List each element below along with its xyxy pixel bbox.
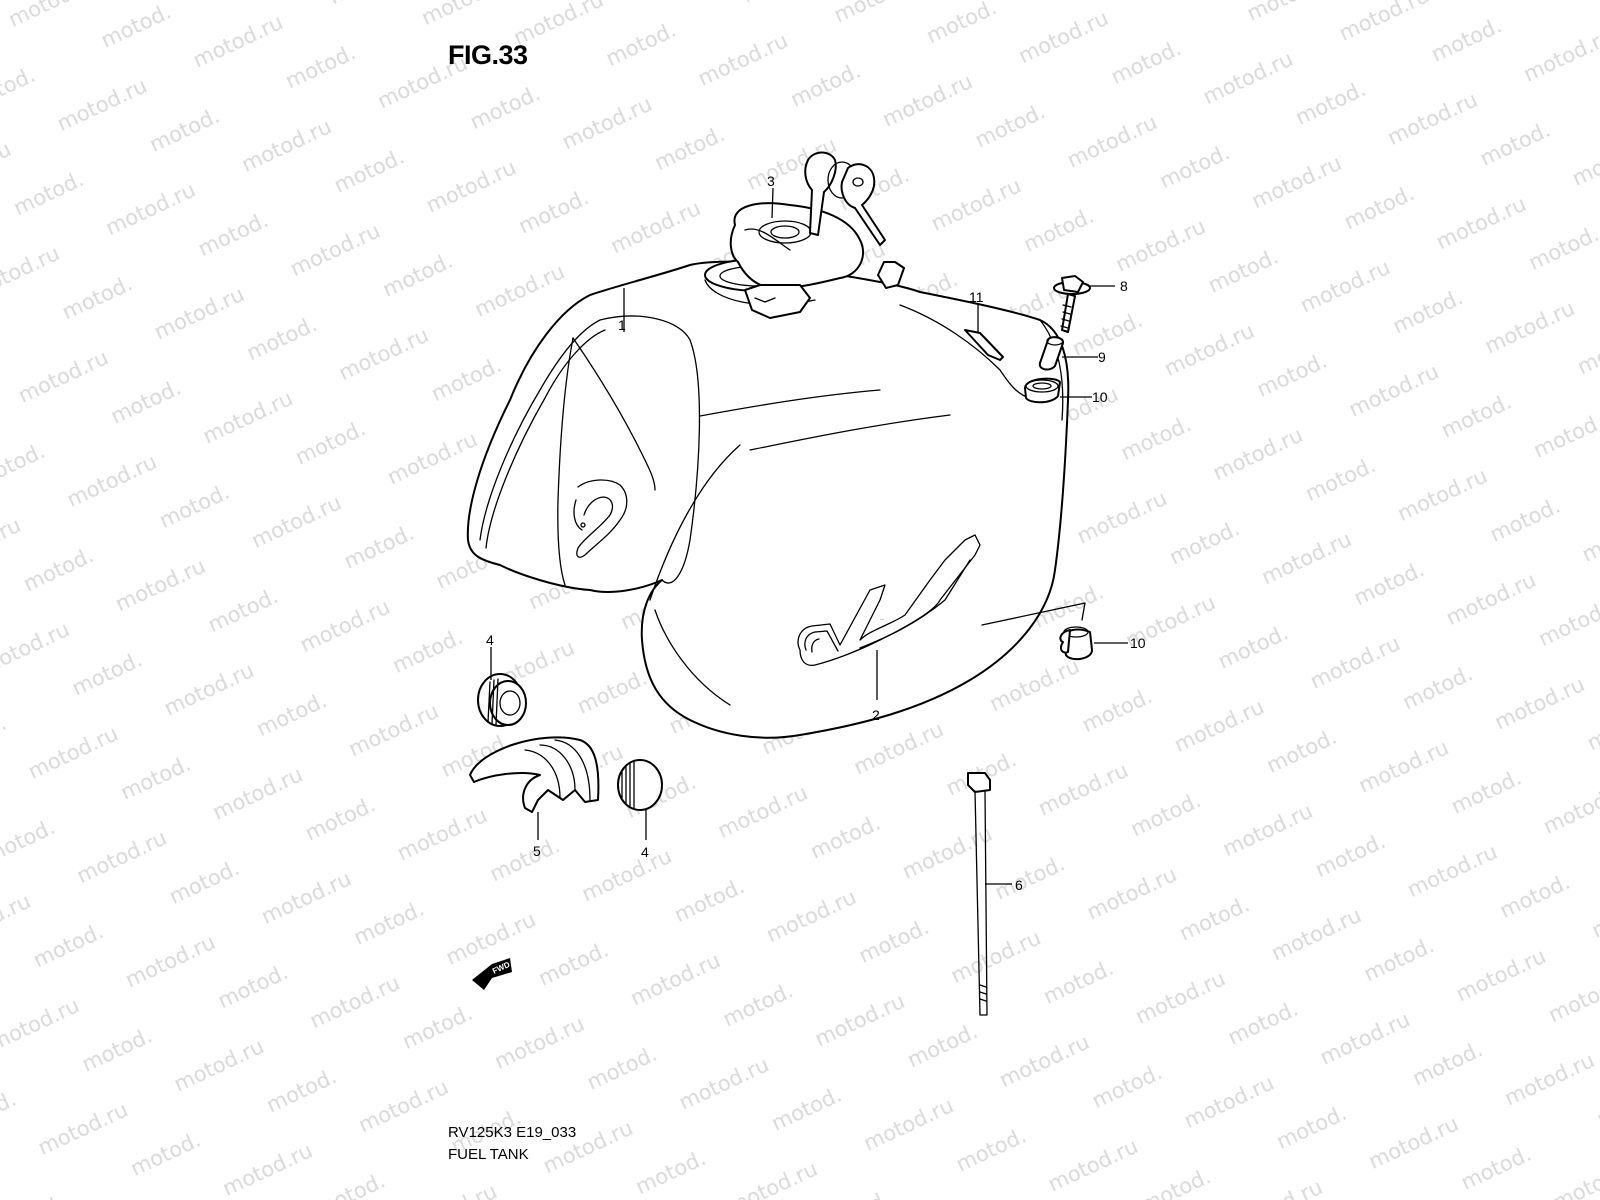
label-part[interactable]	[964, 329, 1004, 361]
fwd-indicator: FWD	[472, 958, 512, 990]
callout-11: 11	[969, 289, 984, 305]
callout-8: 9	[1098, 349, 1106, 365]
svg-text:VanVan: VanVan	[880, 619, 884, 621]
callout-1: 1	[618, 317, 626, 333]
callout-9: 10	[1092, 389, 1108, 405]
cushion-ring-part[interactable]	[1024, 377, 1061, 404]
section-name: FUEL TANK	[448, 1146, 529, 1163]
callout-2: 2	[872, 707, 880, 723]
tank-emblem-part[interactable]: VanVan	[797, 534, 981, 666]
model-code: RV125K3 E19_033	[448, 1124, 577, 1141]
callout-6: 6	[1015, 877, 1023, 893]
callout-3: 3	[767, 173, 775, 189]
callout-4b: 4	[641, 844, 649, 860]
cushion-part-10[interactable]	[981, 602, 1093, 661]
figure-title: FIG.33	[448, 40, 528, 70]
cushion-part-4-upper[interactable]	[477, 673, 527, 727]
callout-7: 8	[1120, 278, 1128, 294]
cushion-part-4-lower[interactable]	[617, 759, 663, 811]
spacer-part[interactable]	[1038, 336, 1064, 371]
callout-4a: 4	[486, 632, 494, 648]
arrow-left-icon	[472, 958, 512, 990]
bolt-part[interactable]	[1053, 275, 1091, 333]
callout-5: 5	[533, 843, 541, 859]
cushion-rubber-part[interactable]	[469, 736, 600, 813]
cable-tie-part[interactable]	[967, 772, 991, 1016]
fuel-cap-part[interactable]	[729, 151, 886, 319]
callout-3-leader	[771, 187, 774, 219]
callout-10: 10	[1130, 635, 1146, 651]
